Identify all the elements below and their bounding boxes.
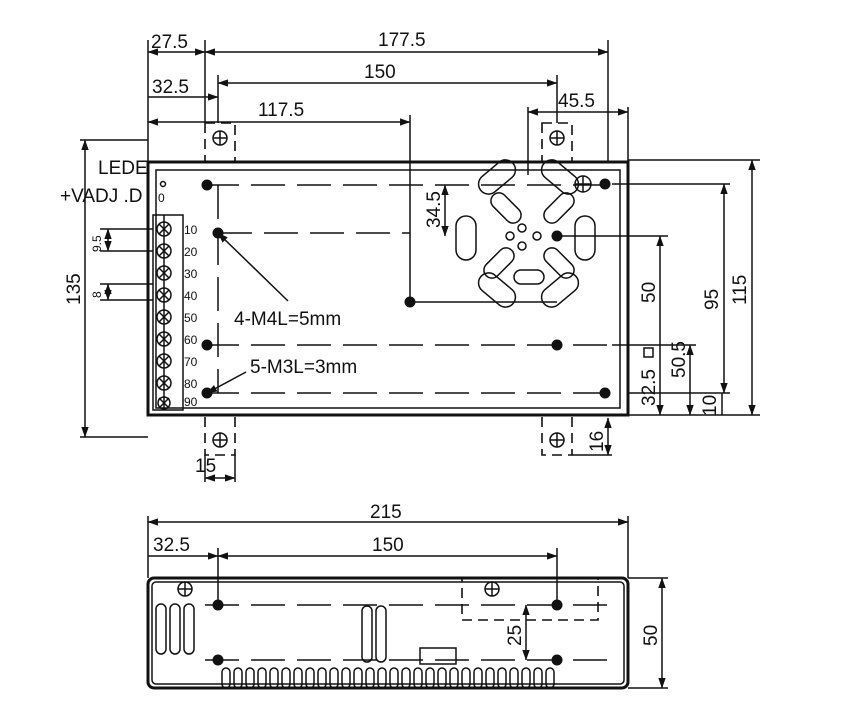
dim-32-5-top: 32.5 [152,77,189,98]
slot-hole-icon [212,130,565,448]
terminal-label-3: 30 [184,267,198,281]
dim-8: 8 [90,291,104,298]
mounting-tab-bottom-left [204,414,236,456]
terminal-label-1: 10 [184,223,198,237]
top-view-outline [146,160,630,417]
top-view: 10 20 30 40 50 60 70 80 90 LEDE +VADJ .D… [60,30,760,482]
dim-50-top: 50 [639,282,660,303]
dim-150-side: 150 [372,535,404,556]
terminal-label-7: 70 [184,355,198,369]
dim-10: 10 [700,395,721,416]
side-ground-screw-icon [177,581,500,597]
top-view-inner-outline [155,169,621,409]
dim-117-5: 117.5 [258,100,304,121]
terminal-label-8: 80 [184,377,198,391]
dim-16: 16 [587,431,608,452]
terminal-label-4: 40 [184,289,198,303]
dim-50-5: 50.5 [669,341,690,378]
vadj-label: +VADJ .D [60,186,143,207]
side-view: 215 32.5 150 25 50 [146,502,668,690]
screw-m4-label: 4-M4L=5mm [234,309,341,330]
terminal-label-2: 20 [184,245,198,259]
dim-27-5: 27.5 [151,32,188,53]
terminal-label-9: 90 [184,395,198,409]
dim-9-5: 9.5 [90,235,104,252]
dim-45-5: 45.5 [558,91,595,112]
dim-95: 95 [702,289,723,310]
dim-50-side: 50 [641,625,662,646]
screw-m3-label: 5-M3L=3mm [250,357,357,378]
led-label: LEDE [98,158,148,179]
dim-177-5: 177.5 [378,30,426,51]
side-vent-slots-icon [155,603,195,655]
mounting-tab-bottom-right [541,414,573,456]
terminal-screws [156,221,172,410]
terminal-label-6: 60 [184,333,198,347]
dim-32-5-side: 32.5 [153,535,190,556]
dim-34-5: 34.5 [424,191,445,228]
dim-150-top: 150 [364,62,396,83]
dim-15: 15 [195,456,216,477]
vadj-zero-label: 0 [158,191,165,205]
fan-grille-icon [455,159,596,308]
bottom-vent-row-icon [221,667,555,689]
dim-32-5-right: 32.5 [639,369,660,406]
led-indicator-icon [159,180,167,188]
dim-115: 115 [730,275,751,305]
square-symbol-icon [643,347,654,358]
mounting-tab-top-left [204,122,236,163]
ground-screw-icon [574,175,592,193]
terminal-block [152,214,184,411]
dim-215: 215 [370,502,402,523]
dim-25: 25 [505,625,526,646]
terminal-label-5: 50 [184,311,198,325]
side-view-outline [146,576,630,690]
dim-135: 135 [64,273,85,305]
